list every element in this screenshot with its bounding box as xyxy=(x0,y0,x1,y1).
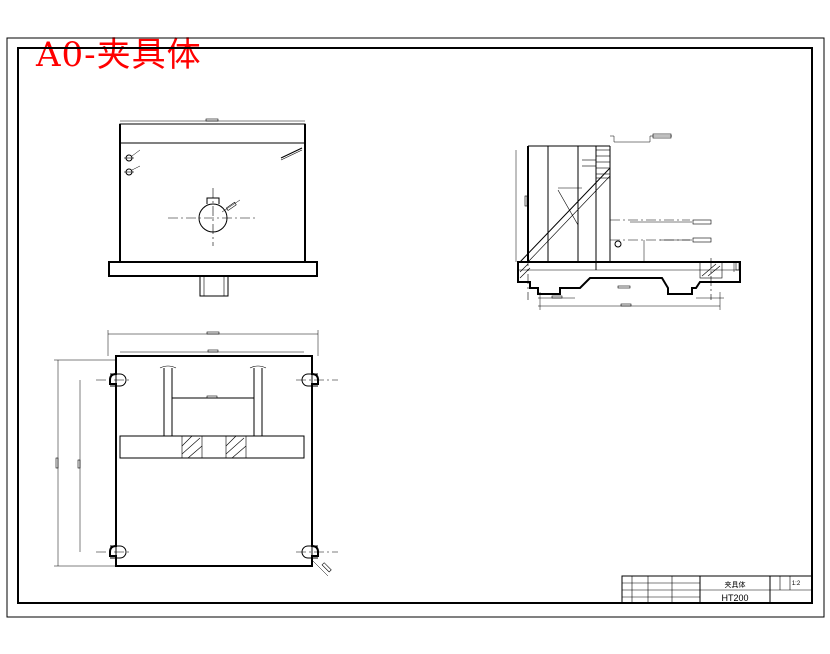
drawing-title: A0-夹具体 xyxy=(36,35,202,75)
title-block-material: HT200 xyxy=(721,593,748,603)
top-view xyxy=(54,330,338,577)
side-view xyxy=(515,133,741,310)
front-view xyxy=(108,118,318,297)
title-block-part-name: 夹具体 xyxy=(725,580,746,589)
inner-frame xyxy=(17,47,813,604)
title-block: 夹具体 HT200 1:2 xyxy=(621,575,813,604)
title-block-scale: 1:2 xyxy=(792,581,801,587)
outer-border xyxy=(6,37,825,618)
